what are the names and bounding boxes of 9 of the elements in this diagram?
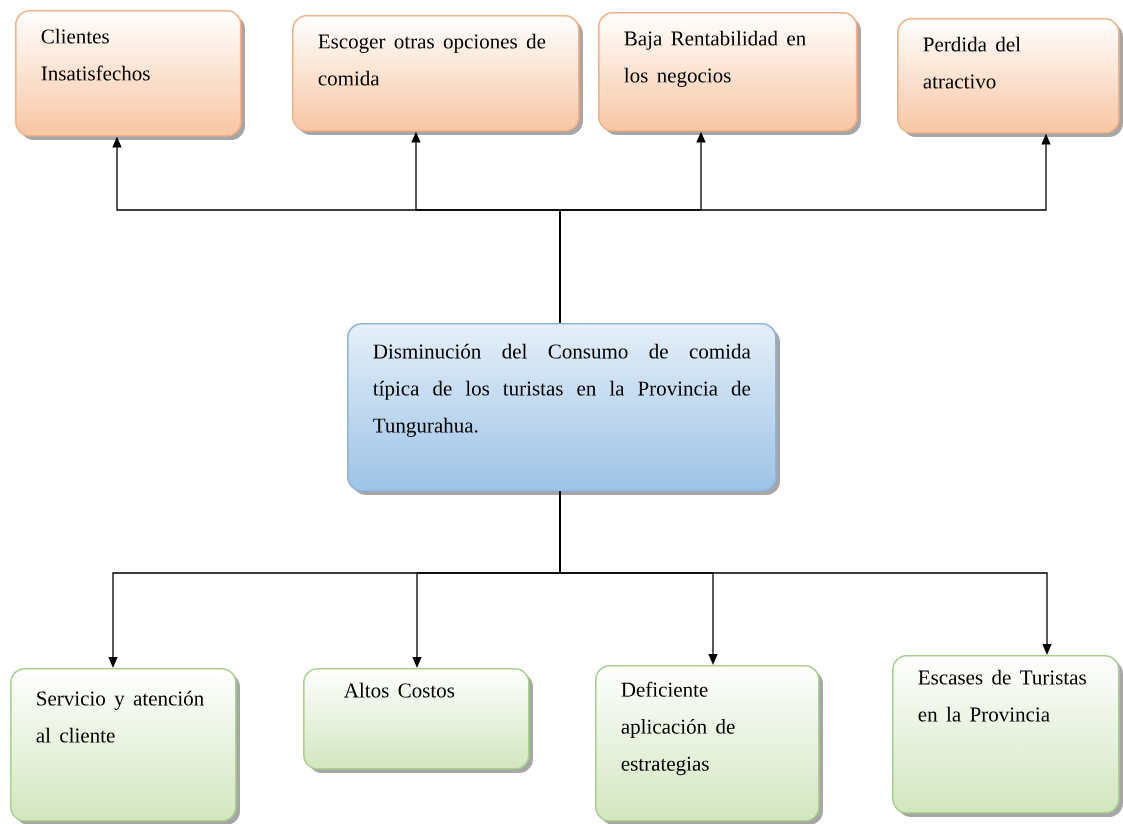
cause-box: Escases de Turistas en la Provincia — [892, 655, 1123, 817]
cause-box: Deficiente aplicación de estrategias — [595, 665, 823, 824]
problem-box: Disminución del Consumo de comida típica de los turistas en la Provincia de Tungurahua. — [347, 323, 780, 495]
cause-box: Altos Costos — [303, 668, 533, 773]
effect-box: Perdida del atractivo — [897, 18, 1123, 137]
effect-box: Escoger otras opciones de comida — [292, 15, 583, 135]
effect-box: Baja Rentabilidad en los negocios — [598, 12, 861, 135]
cause-box: Servicio y atención al cliente — [10, 668, 240, 824]
effect-box: Clientes Insatisfechos — [15, 10, 245, 140]
